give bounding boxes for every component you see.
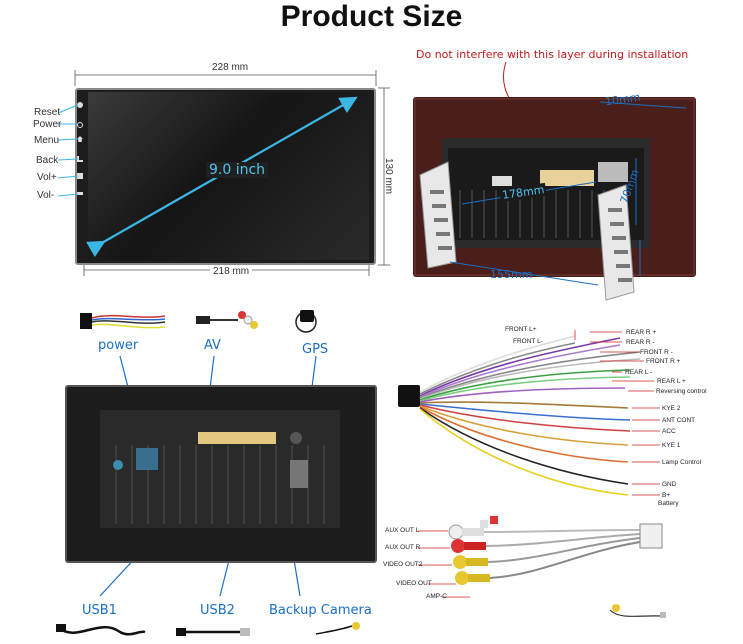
- button-label-menu: Menu: [34, 135, 60, 146]
- harness-label: B+: [662, 492, 671, 499]
- harness-label: REAR R +: [626, 329, 657, 336]
- harness-label: GND: [662, 481, 677, 488]
- harness-label: FRONT L+: [505, 326, 537, 333]
- harness-label: FRONT R -: [640, 349, 673, 356]
- power-icon[interactable]: [77, 122, 83, 128]
- button-label-reset: Reset: [34, 107, 61, 118]
- page-title: Product Size: [280, 0, 463, 33]
- camera-trigger-cable-icon: [609, 604, 666, 618]
- harness-label: Battery: [658, 500, 679, 507]
- connector-label-av: AV: [204, 338, 221, 353]
- home-icon[interactable]: [77, 136, 83, 142]
- reset-button[interactable]: [77, 102, 83, 108]
- power-cable-icon: [80, 313, 166, 329]
- volume-up-icon[interactable]: [77, 173, 83, 179]
- usb2-cable-icon: [176, 628, 250, 636]
- harness-label: KYE 2: [662, 405, 681, 412]
- dim-bottom: 155mm: [490, 268, 533, 281]
- rca-label: AUX OUT L: [385, 527, 420, 534]
- backup-camera-cable-icon: [315, 622, 360, 635]
- button-label-back: Back: [36, 155, 59, 166]
- connector-label-usb2: USB2: [200, 603, 235, 618]
- dim-width-top: 228 mm: [212, 62, 249, 73]
- button-label-vol-down: Vol-: [37, 190, 55, 201]
- volume-down-icon[interactable]: [77, 192, 83, 195]
- diagonal-label: 9.0 inch: [206, 162, 269, 178]
- harness-label: KYE 1: [662, 442, 681, 449]
- rca-label: VIDEO OUT: [396, 580, 432, 587]
- harness-label: Reversing control: [656, 388, 707, 395]
- rca-label: AUX OUT R: [385, 544, 421, 551]
- button-label-power: Power: [33, 119, 62, 130]
- harness-label: ACC: [662, 428, 676, 435]
- harness-label: REAR R -: [626, 339, 655, 346]
- av-cable-icon: [196, 311, 258, 329]
- button-label-vol-up: Vol+: [37, 172, 57, 183]
- connector-label-backup-camera: Backup Camera: [269, 603, 372, 618]
- rca-label: AMP-C: [426, 593, 447, 600]
- rca-label: VIDEO OUT2: [383, 561, 423, 568]
- connector-label-gps: GPS: [302, 342, 329, 357]
- harness-label: ANT CONT: [662, 417, 696, 424]
- connector-label-usb1: USB1: [82, 603, 117, 618]
- usb1-cable-icon: [56, 624, 146, 636]
- harness-label: Lamp Control: [662, 459, 702, 466]
- warning-text: Do not interfere with this layer during …: [416, 48, 689, 61]
- connector-label-power: power: [98, 338, 139, 353]
- gps-antenna-icon: [295, 310, 317, 333]
- harness-label: REAR L +: [657, 378, 686, 385]
- harness-label: FRONT R +: [646, 358, 681, 365]
- harness-label: REAR L -: [625, 369, 653, 376]
- harness-label: FRONT L-: [513, 338, 543, 345]
- dim-width-bottom: 218 mm: [210, 266, 253, 277]
